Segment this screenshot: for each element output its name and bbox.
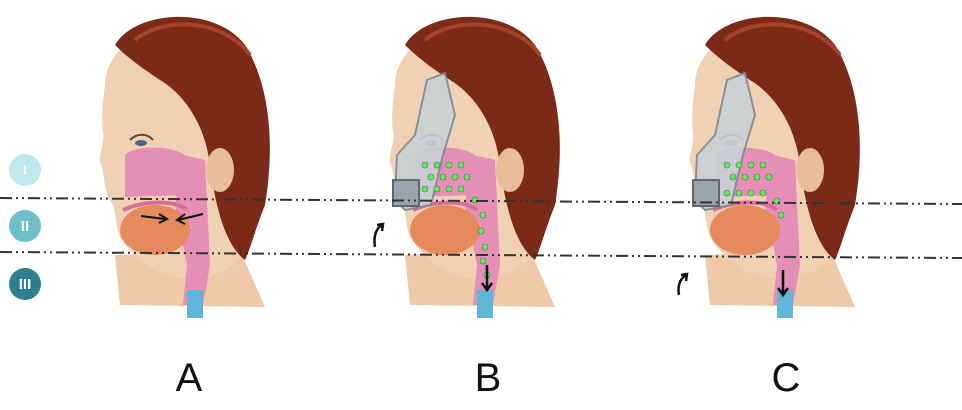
panel-b-head [374, 17, 559, 318]
panel-c-head [678, 17, 859, 318]
panel-label-a: A [149, 356, 229, 401]
panel-label-c: C [746, 356, 826, 401]
panel-label-b: B [448, 356, 528, 401]
panel-a-head [100, 17, 270, 318]
